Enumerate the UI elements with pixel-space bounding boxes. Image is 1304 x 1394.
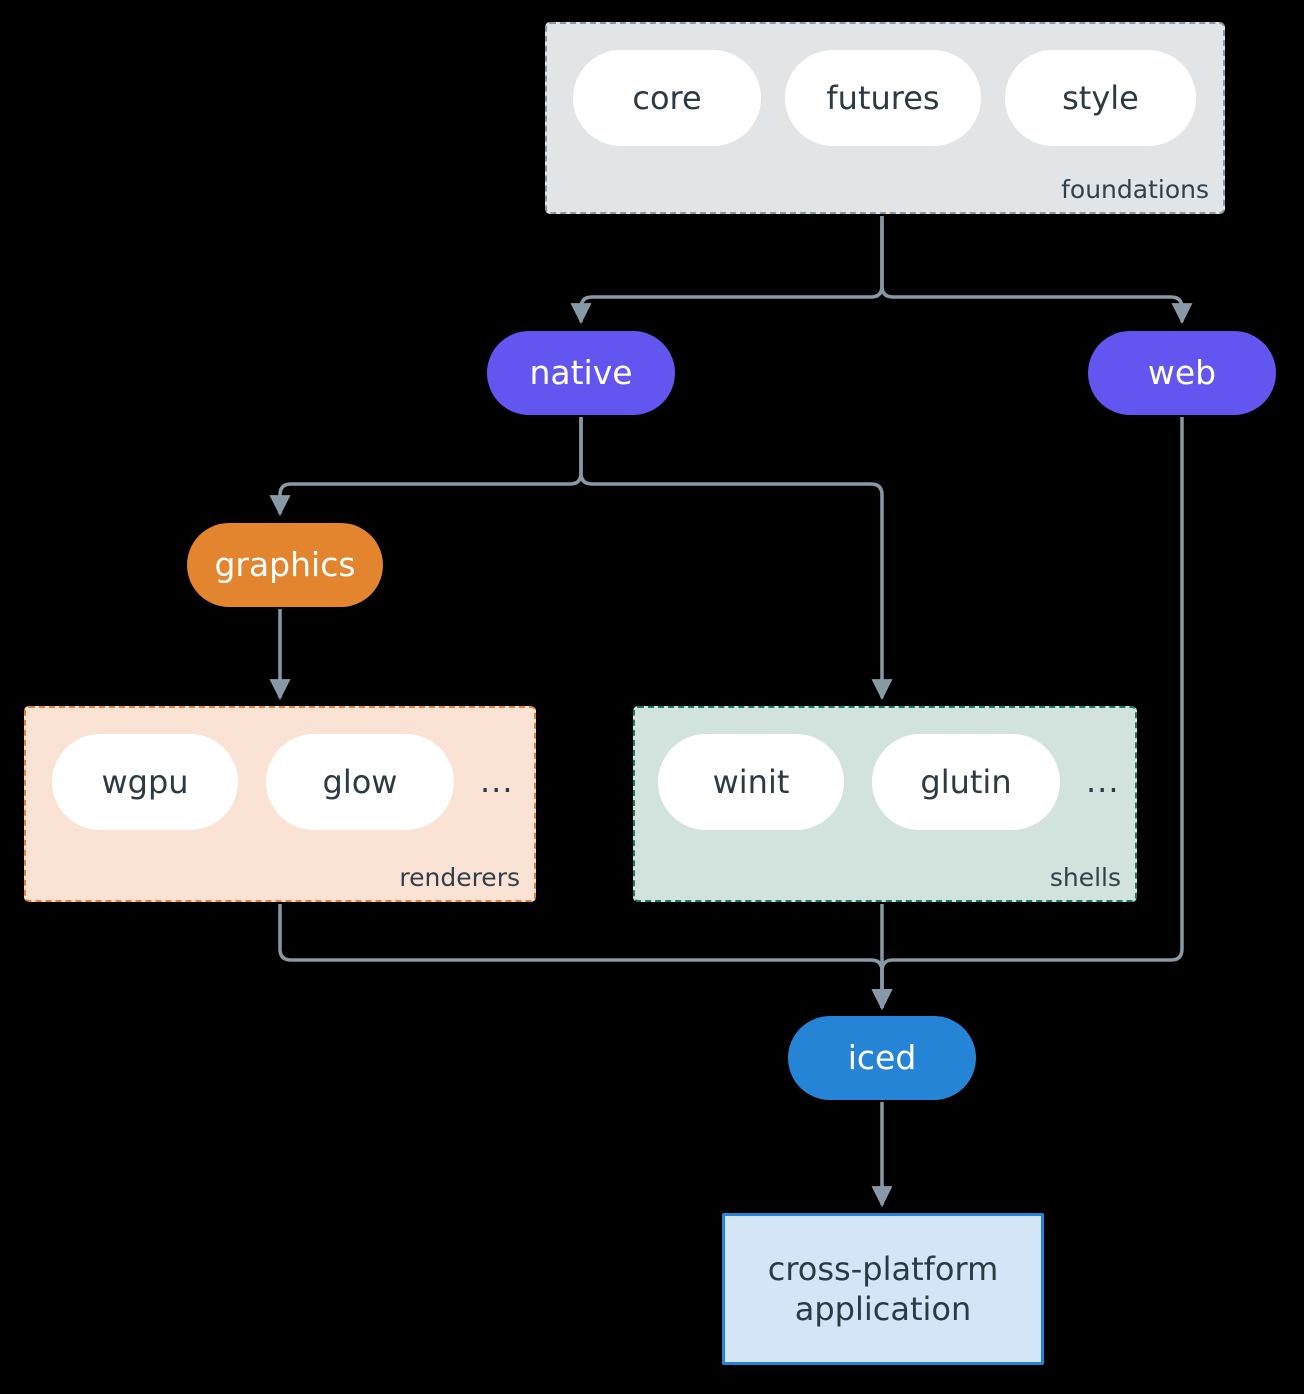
node-winit[interactable]: winit [658, 734, 844, 830]
node-glutin[interactable]: glutin [872, 734, 1060, 830]
edge-renderers-iced [278, 904, 893, 1011]
node-glow[interactable]: glow [266, 734, 454, 830]
node-cross-platform-application[interactable]: cross-platform application [722, 1213, 1044, 1365]
node-iced-label: iced [847, 1038, 917, 1078]
node-core-label: core [632, 79, 702, 117]
node-wgpu-label: wgpu [101, 763, 189, 801]
node-native-label: native [529, 353, 633, 393]
edge-foundations-web [880, 216, 1193, 325]
node-style[interactable]: style [1005, 50, 1196, 146]
node-web[interactable]: web [1088, 331, 1276, 415]
edge-native-graphics [269, 417, 583, 517]
node-winit-label: winit [712, 763, 790, 801]
node-wgpu[interactable]: wgpu [52, 734, 238, 830]
node-core[interactable]: core [573, 50, 761, 146]
node-native[interactable]: native [487, 331, 675, 415]
node-web-label: web [1147, 353, 1217, 393]
node-futures-label: futures [826, 79, 940, 117]
shells-ellipsis: ... [1086, 762, 1120, 800]
edge-foundations-native [570, 216, 884, 325]
node-futures[interactable]: futures [785, 50, 981, 146]
renderers-ellipsis: ... [480, 762, 514, 800]
node-application-label-line1: cross-platform [767, 1250, 999, 1288]
cluster-renderers-label: renderers [399, 863, 520, 892]
node-glow-label: glow [322, 763, 398, 801]
node-style-label: style [1062, 79, 1139, 117]
node-iced[interactable]: iced [788, 1016, 976, 1100]
edge-native-shells [579, 417, 893, 701]
cluster-shells-label: shells [1049, 863, 1121, 892]
node-application-label-line2: application [794, 1290, 972, 1328]
node-graphics[interactable]: graphics [187, 523, 383, 607]
node-graphics-label: graphics [214, 545, 356, 585]
node-glutin-label: glutin [920, 763, 1012, 801]
cluster-foundations-label: foundations [1061, 175, 1209, 204]
